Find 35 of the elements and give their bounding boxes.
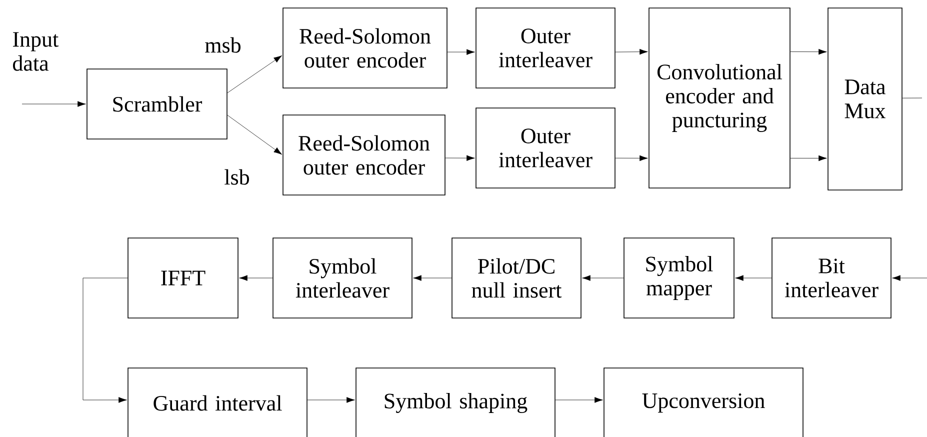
process-box: Outer interleaver (476, 8, 616, 88)
process-box: Symbol shaping (356, 368, 556, 437)
arrow (239, 275, 273, 281)
arrow (790, 155, 827, 162)
process-box: Pilot/DC null insert (452, 238, 582, 318)
input-label: Input data (13, 32, 59, 71)
arrow (227, 114, 282, 155)
edge-label: msb (205, 37, 240, 53)
process-box: Convolutional encoder and puncturing (648, 8, 790, 188)
arrow (735, 275, 772, 281)
arrow (447, 49, 475, 55)
process-box: Symbol mapper (624, 238, 734, 318)
process-box: Outer interleaver (476, 108, 616, 188)
process-box: Reed-Solomon outer encoder (282, 114, 446, 196)
arrow (227, 55, 282, 94)
process-box: Symbol interleaver (272, 238, 412, 318)
edge-label: lsb (224, 169, 249, 185)
arrow (413, 275, 452, 281)
process-box: IFFT (128, 238, 238, 318)
arrow (22, 101, 86, 107)
process-box: Guard interval (128, 368, 308, 437)
process-box: Upconversion (604, 368, 804, 437)
arrow (790, 48, 827, 55)
arrow (445, 155, 475, 161)
arrow (615, 155, 648, 162)
arrow (555, 397, 603, 403)
arrow (307, 397, 355, 403)
arrow (582, 275, 624, 281)
arrow (615, 48, 648, 55)
process-box: Scrambler (86, 68, 228, 140)
process-box: Bit interleaver (772, 238, 892, 318)
arrow (82, 278, 128, 403)
arrow (892, 275, 927, 281)
process-box: Reed-Solomon outer encoder (282, 8, 448, 88)
process-box: Data Mux (828, 8, 902, 190)
